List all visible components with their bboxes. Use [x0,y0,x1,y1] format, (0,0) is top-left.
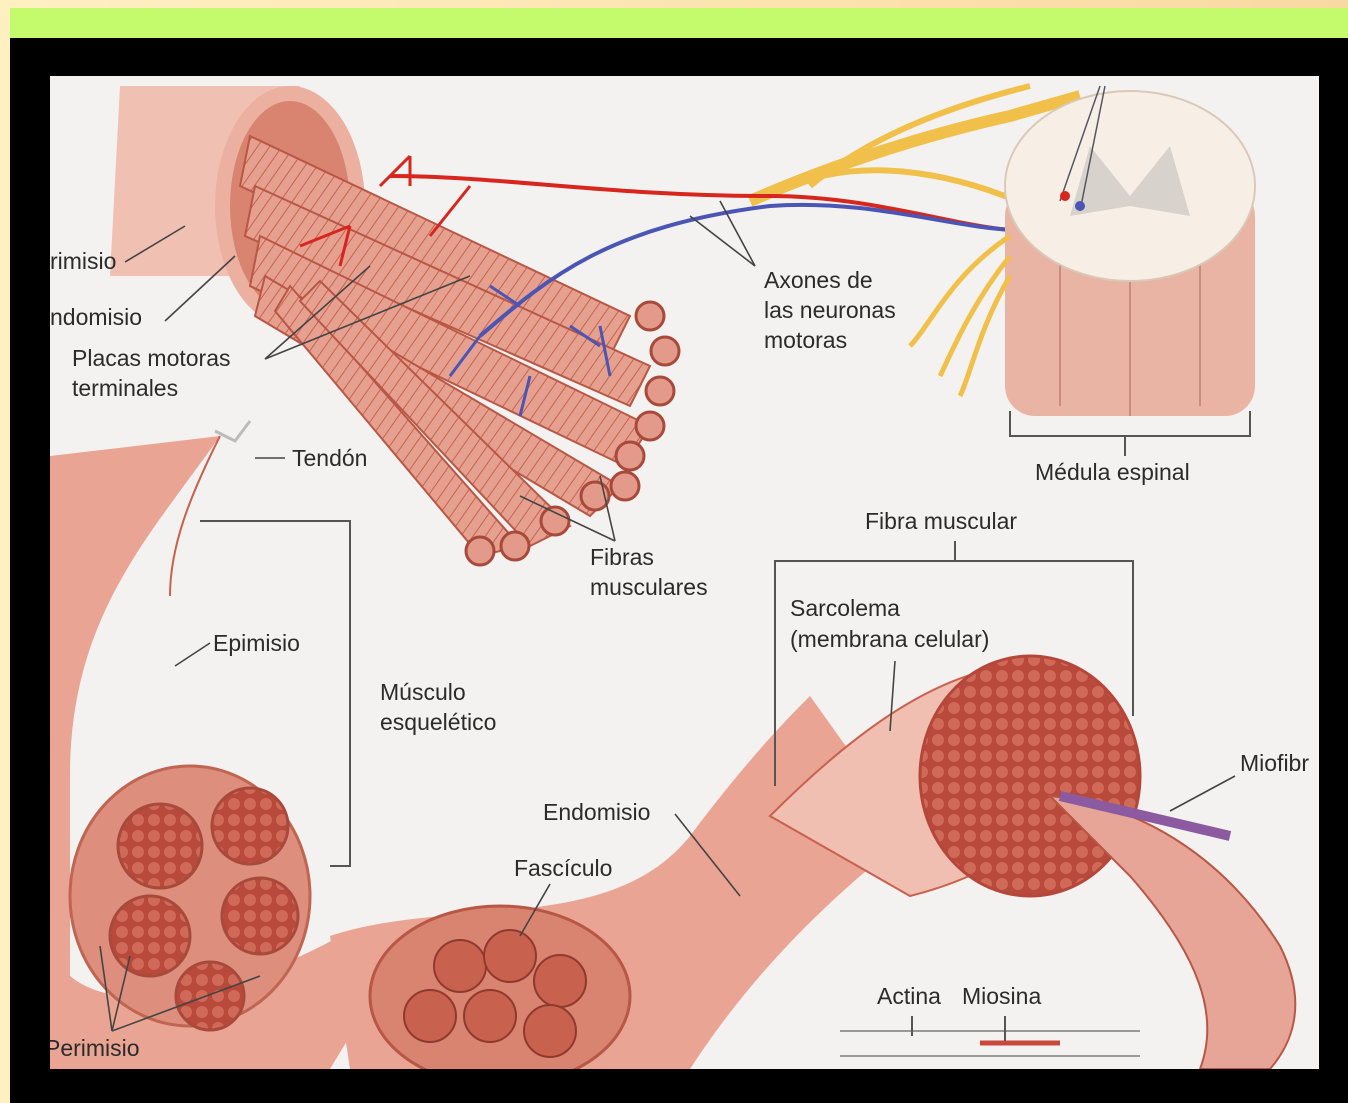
label-membrana-celular: (membrana celular) [790,626,989,652]
label-miosina: Miosina [962,983,1041,1009]
label-tendon: Tendón [292,445,367,471]
label-axones: Axones de [764,267,873,293]
label-las-neuronas: las neuronas [764,297,896,323]
fiber-bundle-illustration [110,86,679,565]
label-endomisio-top: ndomisio [50,304,142,330]
label-epimisio: Epimisio [213,630,300,656]
label-medula-espinal: Médula espinal [1035,459,1190,485]
label-sarcolema: Sarcolema [790,595,900,621]
label-endomisio-bottom: Endomisio [543,799,650,825]
label-fibras: Fibras [590,544,654,570]
label-miofibrilla: Miofibr [1240,750,1309,776]
muscle-anatomy-figure: rimisio ndomisio Placas motoras terminal… [50,76,1319,1069]
fascicle-illustration [330,696,910,1069]
label-esqueletico: esquelético [380,709,496,735]
label-terminales: terminales [72,375,178,401]
label-fasciculo: Fascículo [514,855,612,881]
label-actina: Actina [877,983,941,1009]
label-fibra-muscular: Fibra muscular [865,508,1017,534]
top-banner [10,8,1348,38]
spinal-cord-illustration [910,86,1255,456]
label-musculares: musculares [590,574,708,600]
sarcomere-schematic [840,1016,1140,1056]
label-musculo: Músculo [380,679,466,705]
label-perimisio-top: rimisio [50,248,116,274]
label-placas-motoras: Placas motoras [72,345,231,371]
label-perimisio-bottom: Perimisio [50,1035,140,1061]
label-motoras: motoras [764,327,847,353]
